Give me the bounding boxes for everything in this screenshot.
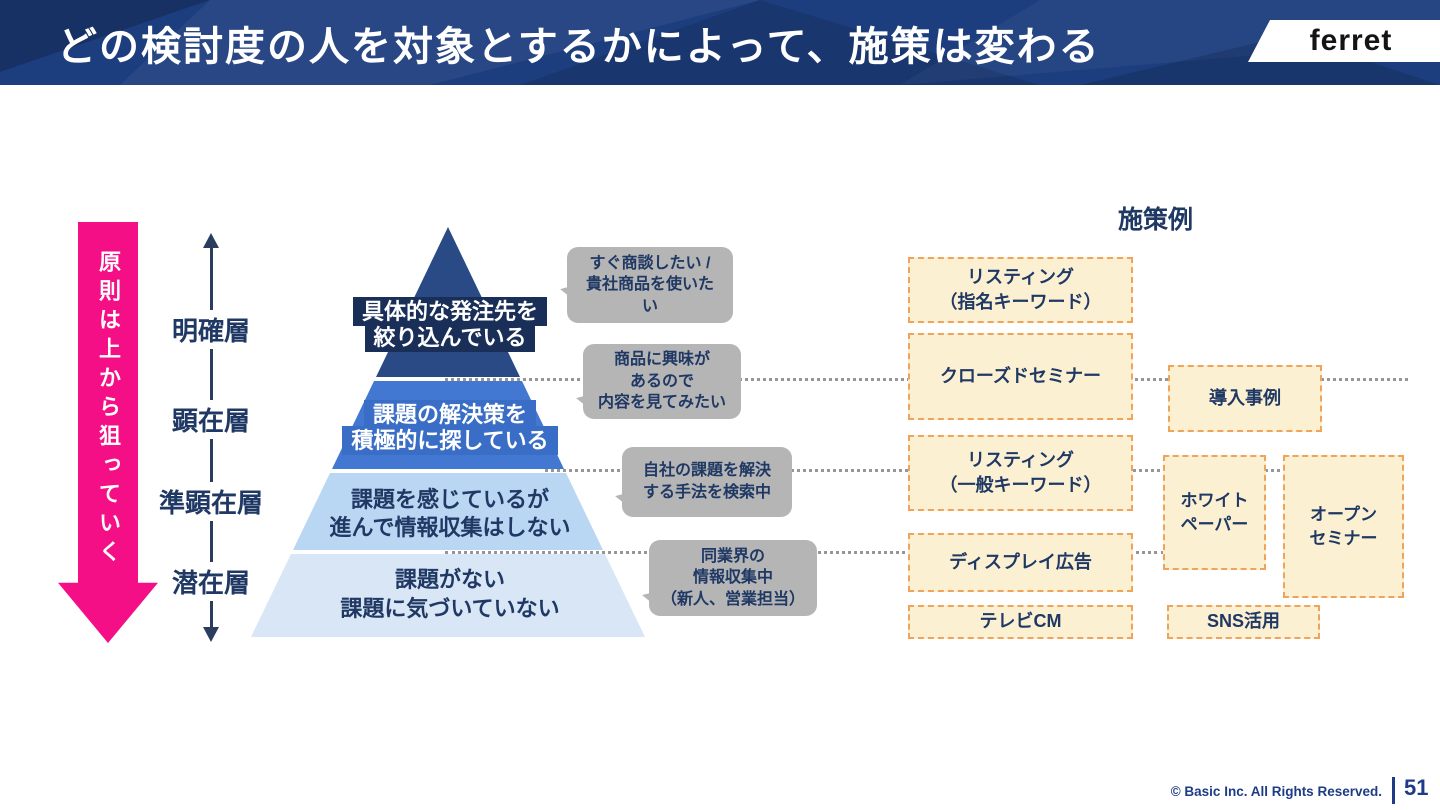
pyramid-level-4-label: 課題がない 課題に気づいていない [340, 567, 560, 621]
pyramid-level-2-label: 課題の解決策を 積極的に探している [342, 400, 558, 455]
header-bar: どの検討度の人を対象とするかによって、施策は変わる ferret [0, 0, 1440, 85]
layer-label-junkenzai: 準顕在層 [156, 482, 266, 521]
speech-bubble-2: 商品に興味が あるので 内容を見てみたい [583, 344, 741, 419]
tactic-closed-seminar: クローズドセミナー [908, 333, 1133, 420]
speech-bubble-4: 同業界の 情報収集中 （新人、営業担当） [649, 540, 817, 616]
tactic-sns: SNS活用 [1167, 605, 1320, 639]
axis-arrow-up-icon [203, 233, 219, 248]
speech-bubble-1: すぐ商談したい / 貴社商品を使いた い [567, 247, 733, 323]
pyramid-level-4-label-wrap: 課題がない 課題に気づいていない [250, 566, 650, 623]
axis-arrow-down-icon [203, 627, 219, 642]
pyramid-level-4 [251, 554, 645, 637]
layer-label-meikaku: 明確層 [169, 310, 253, 349]
tactic-display-ad: ディスプレイ広告 [908, 533, 1133, 592]
tactic-open-seminar: オープン セミナー [1283, 455, 1404, 598]
tactic-case-study: 導入事例 [1168, 365, 1322, 432]
pyramid-level-2-label-wrap: 課題の解決策を 積極的に探している [250, 400, 650, 455]
speech-bubble-3: 自社の課題を解決 する手法を検索中 [622, 447, 792, 517]
tactics-heading: 施策例 [1118, 206, 1194, 234]
tactic-listing-shimei: リスティング （指名キーワード） [908, 257, 1133, 323]
principle-down-arrow: 原則は上から狙っていく [58, 222, 158, 643]
pyramid-level-3-label-wrap: 課題を感じているが 進んで情報収集はしない [250, 486, 650, 541]
pyramid-level-3 [293, 473, 603, 550]
tactic-tv-cm: テレビCM [908, 605, 1133, 639]
logo-plate: ferret [1248, 20, 1440, 62]
footer-separator [1392, 777, 1395, 804]
ferret-logo: ferret [1309, 24, 1393, 57]
footer-copyright: © Basic Inc. All Rights Reserved. [1170, 784, 1382, 799]
layer-label-kenzai: 顕在層 [169, 400, 253, 439]
principle-arrow-label: 原則は上から狙っていく [96, 250, 121, 569]
pyramid-level-1-label-wrap: 具体的な発注先を 絞り込んでいる [250, 297, 650, 352]
layer-label-senzai: 潜在層 [169, 562, 253, 601]
pyramid-level-1-label: 具体的な発注先を 絞り込んでいる [352, 297, 547, 352]
tactic-listing-ippan: リスティング （一般キーワード） [908, 435, 1133, 511]
page-title: どの検討度の人を対象とするかによって、施策は変わる [57, 24, 1101, 69]
tactic-whitepaper: ホワイト ペーパー [1163, 455, 1266, 570]
page-number: 51 [1404, 775, 1429, 800]
pyramid-level-3-label: 課題を感じているが 進んで情報収集はしない [329, 487, 571, 540]
